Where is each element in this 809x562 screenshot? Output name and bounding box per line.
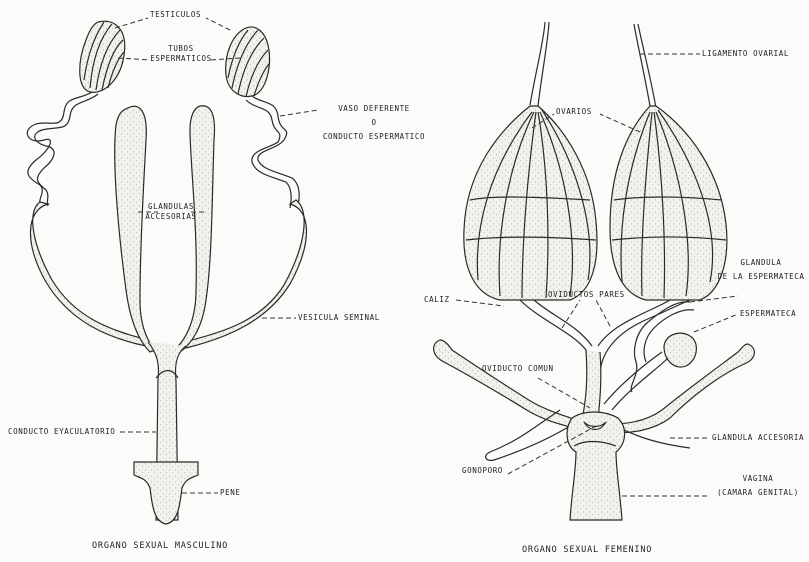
label-glandulas-accesorias: GLANDULAS ACCESORIAS	[136, 202, 206, 222]
label-vaso-line1: VASO DEFERENTE	[318, 104, 430, 114]
label-caliz: CALIZ	[424, 295, 450, 305]
label-pene: PENE	[220, 488, 240, 498]
label-vesicula-seminal: VESICULA SEMINAL	[298, 313, 380, 323]
common-oviduct	[582, 350, 601, 420]
label-glandulas-line2: ACCESORIAS	[136, 212, 206, 222]
male-caption: ORGANO SEXUAL MASCULINO	[92, 541, 228, 551]
label-glandula-accesoria: GLANDULA ACCESORIA	[712, 433, 804, 443]
label-ovarios: OVARIOS	[556, 107, 592, 117]
label-vaso-line3: CONDUCTO ESPERMATICO	[318, 132, 430, 142]
spermatheca	[664, 333, 696, 367]
penis	[134, 462, 198, 524]
label-glandula-esp-line2: DE LA ESPERMATECA	[716, 272, 806, 282]
right-testis	[226, 27, 270, 97]
right-ovarian-ligament	[634, 24, 656, 108]
female-caption: ORGANO SEXUAL FEMENINO	[522, 545, 652, 555]
male-leader-lines	[115, 18, 318, 493]
female-organ-drawing	[434, 22, 755, 520]
left-testis	[80, 21, 125, 92]
label-oviducto-comun: OVIDUCTO COMUN	[482, 364, 554, 374]
label-tubos-line1: TUBOS	[146, 44, 216, 54]
label-vagina: VAGINA (CAMARA GENITAL)	[710, 474, 806, 498]
right-ovary	[610, 106, 727, 300]
label-oviductos-pares: OVIDUCTOS PARES	[548, 290, 625, 300]
label-glandula-espermateca: GLANDULA DE LA ESPERMATECA	[716, 258, 806, 282]
left-vas-deferens	[27, 92, 92, 204]
label-tubos-line2: ESPERMATICOS	[146, 54, 216, 64]
label-vaso-deferente: VASO DEFERENTE O CONDUCTO ESPERMATICO	[318, 104, 430, 142]
label-ligamento-ovarial: LIGAMENTO OVARIAL	[702, 49, 789, 59]
label-espermateca: ESPERMATECA	[740, 309, 796, 319]
label-vagina-line2: (CAMARA GENITAL)	[710, 488, 806, 498]
right-accessory-gland	[174, 106, 214, 352]
label-vaso-line2: O	[318, 118, 430, 128]
label-glandula-esp-line1: GLANDULA	[716, 258, 806, 268]
label-vagina-line1: VAGINA	[710, 474, 806, 484]
left-accessory-gland-female	[434, 340, 582, 430]
label-tubos: TUBOS ESPERMATICOS	[146, 44, 216, 64]
label-gonoporo: GONOPORO	[462, 466, 503, 476]
label-testiculos: TESTICULOS	[150, 10, 201, 20]
label-conducto-eyaculatorio: CONDUCTO EYACULATORIO	[8, 427, 115, 437]
label-glandulas-line1: GLANDULAS	[136, 202, 206, 212]
vagina	[567, 412, 625, 520]
left-accessory-gland	[115, 106, 156, 352]
left-ovary	[464, 106, 597, 300]
male-organ-drawing	[27, 21, 306, 524]
left-ovarian-ligament	[530, 22, 549, 106]
